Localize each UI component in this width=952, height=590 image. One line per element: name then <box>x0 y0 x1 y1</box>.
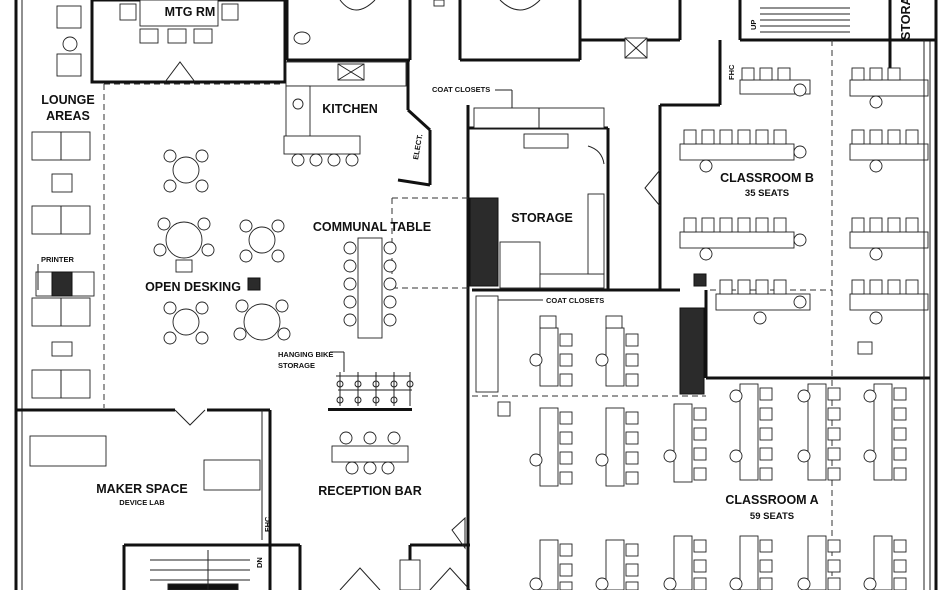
classroom-a-label: CLASSROOM A <box>725 493 818 507</box>
classroom-b-seats: 35 SEATS <box>745 188 789 199</box>
desk-cluster-3 <box>239 219 285 263</box>
storage-right-label: STORA <box>899 0 913 40</box>
fhc-bottom-label: FHC <box>263 516 272 532</box>
desk-cluster-4 <box>163 301 209 345</box>
stair-top: UP STORA <box>749 0 913 40</box>
kitchen-label: KITCHEN <box>322 102 378 116</box>
printer-area: PRINTER <box>35 255 95 297</box>
elect-label: ELECT. <box>411 133 424 160</box>
restroom-fixtures <box>293 0 648 59</box>
storage-area: COAT CLOSETS STORAGE COAT CLOSETS <box>432 85 705 417</box>
reception-bar-label: RECEPTION BAR <box>318 484 421 498</box>
maker-space: MAKER SPACE DEVICE LAB FHC DN <box>29 409 272 590</box>
classroom-b-tables <box>679 79 929 311</box>
hanging-bike-storage: HANGING BIKE STORAGE <box>278 350 414 411</box>
lounge-label-line2: AREAS <box>46 109 90 123</box>
communal-table-label: COMMUNAL TABLE <box>313 220 431 234</box>
coat-closets-mid-label: COAT CLOSETS <box>546 296 604 305</box>
classroom-b-chairs <box>683 67 919 295</box>
fhc-top-label: FHC <box>727 64 736 80</box>
lounge-areas: LOUNGE AREAS <box>31 5 95 399</box>
lounge-label-line1: LOUNGE <box>41 93 94 107</box>
maker-space-label: MAKER SPACE <box>96 482 187 496</box>
printer-icon <box>51 271 73 297</box>
classroom-a-upper-left <box>529 315 639 387</box>
kitchen: KITCHEN ELECT. <box>283 61 424 167</box>
bottom-fixtures <box>339 516 471 590</box>
classroom-a-labels: CLASSROOM A 59 SEATS <box>725 493 818 522</box>
desk-cluster-1 <box>163 149 209 193</box>
desking-pillar <box>247 277 261 291</box>
meeting-room: MTG RM <box>119 0 239 83</box>
up-label: UP <box>749 20 758 30</box>
reception-bar: RECEPTION BAR <box>318 431 422 498</box>
classroom-b-pillar <box>693 273 707 287</box>
open-desking-label: OPEN DESKING <box>145 280 241 294</box>
desk-cluster-2 <box>153 217 215 273</box>
classroom-b: FHC CLASSROOM B 35 SEATS <box>644 64 929 355</box>
classroom-a-seats: 59 SEATS <box>750 511 794 522</box>
communal-table: COMMUNAL TABLE <box>313 220 431 339</box>
classroom-b-label: CLASSROOM B <box>720 171 814 185</box>
storage-closet-dark <box>469 197 499 287</box>
hanging-bike-label-line2: STORAGE <box>278 361 315 370</box>
device-lab-label: DEVICE LAB <box>119 498 165 507</box>
desk-cluster-5 <box>233 299 291 341</box>
classroom-a-desks <box>529 383 907 590</box>
classroom-b-stools <box>699 83 883 355</box>
dn-label: DN <box>255 557 264 568</box>
classroom-closet-dark <box>679 307 705 395</box>
mtg-rm-label: MTG RM <box>165 5 216 19</box>
storage-label: STORAGE <box>511 211 573 225</box>
open-desking: OPEN DESKING <box>145 149 291 345</box>
coat-closets-top-label: COAT CLOSETS <box>432 85 490 94</box>
printer-label: PRINTER <box>41 255 75 264</box>
hanging-bike-label-line1: HANGING BIKE <box>278 350 333 359</box>
